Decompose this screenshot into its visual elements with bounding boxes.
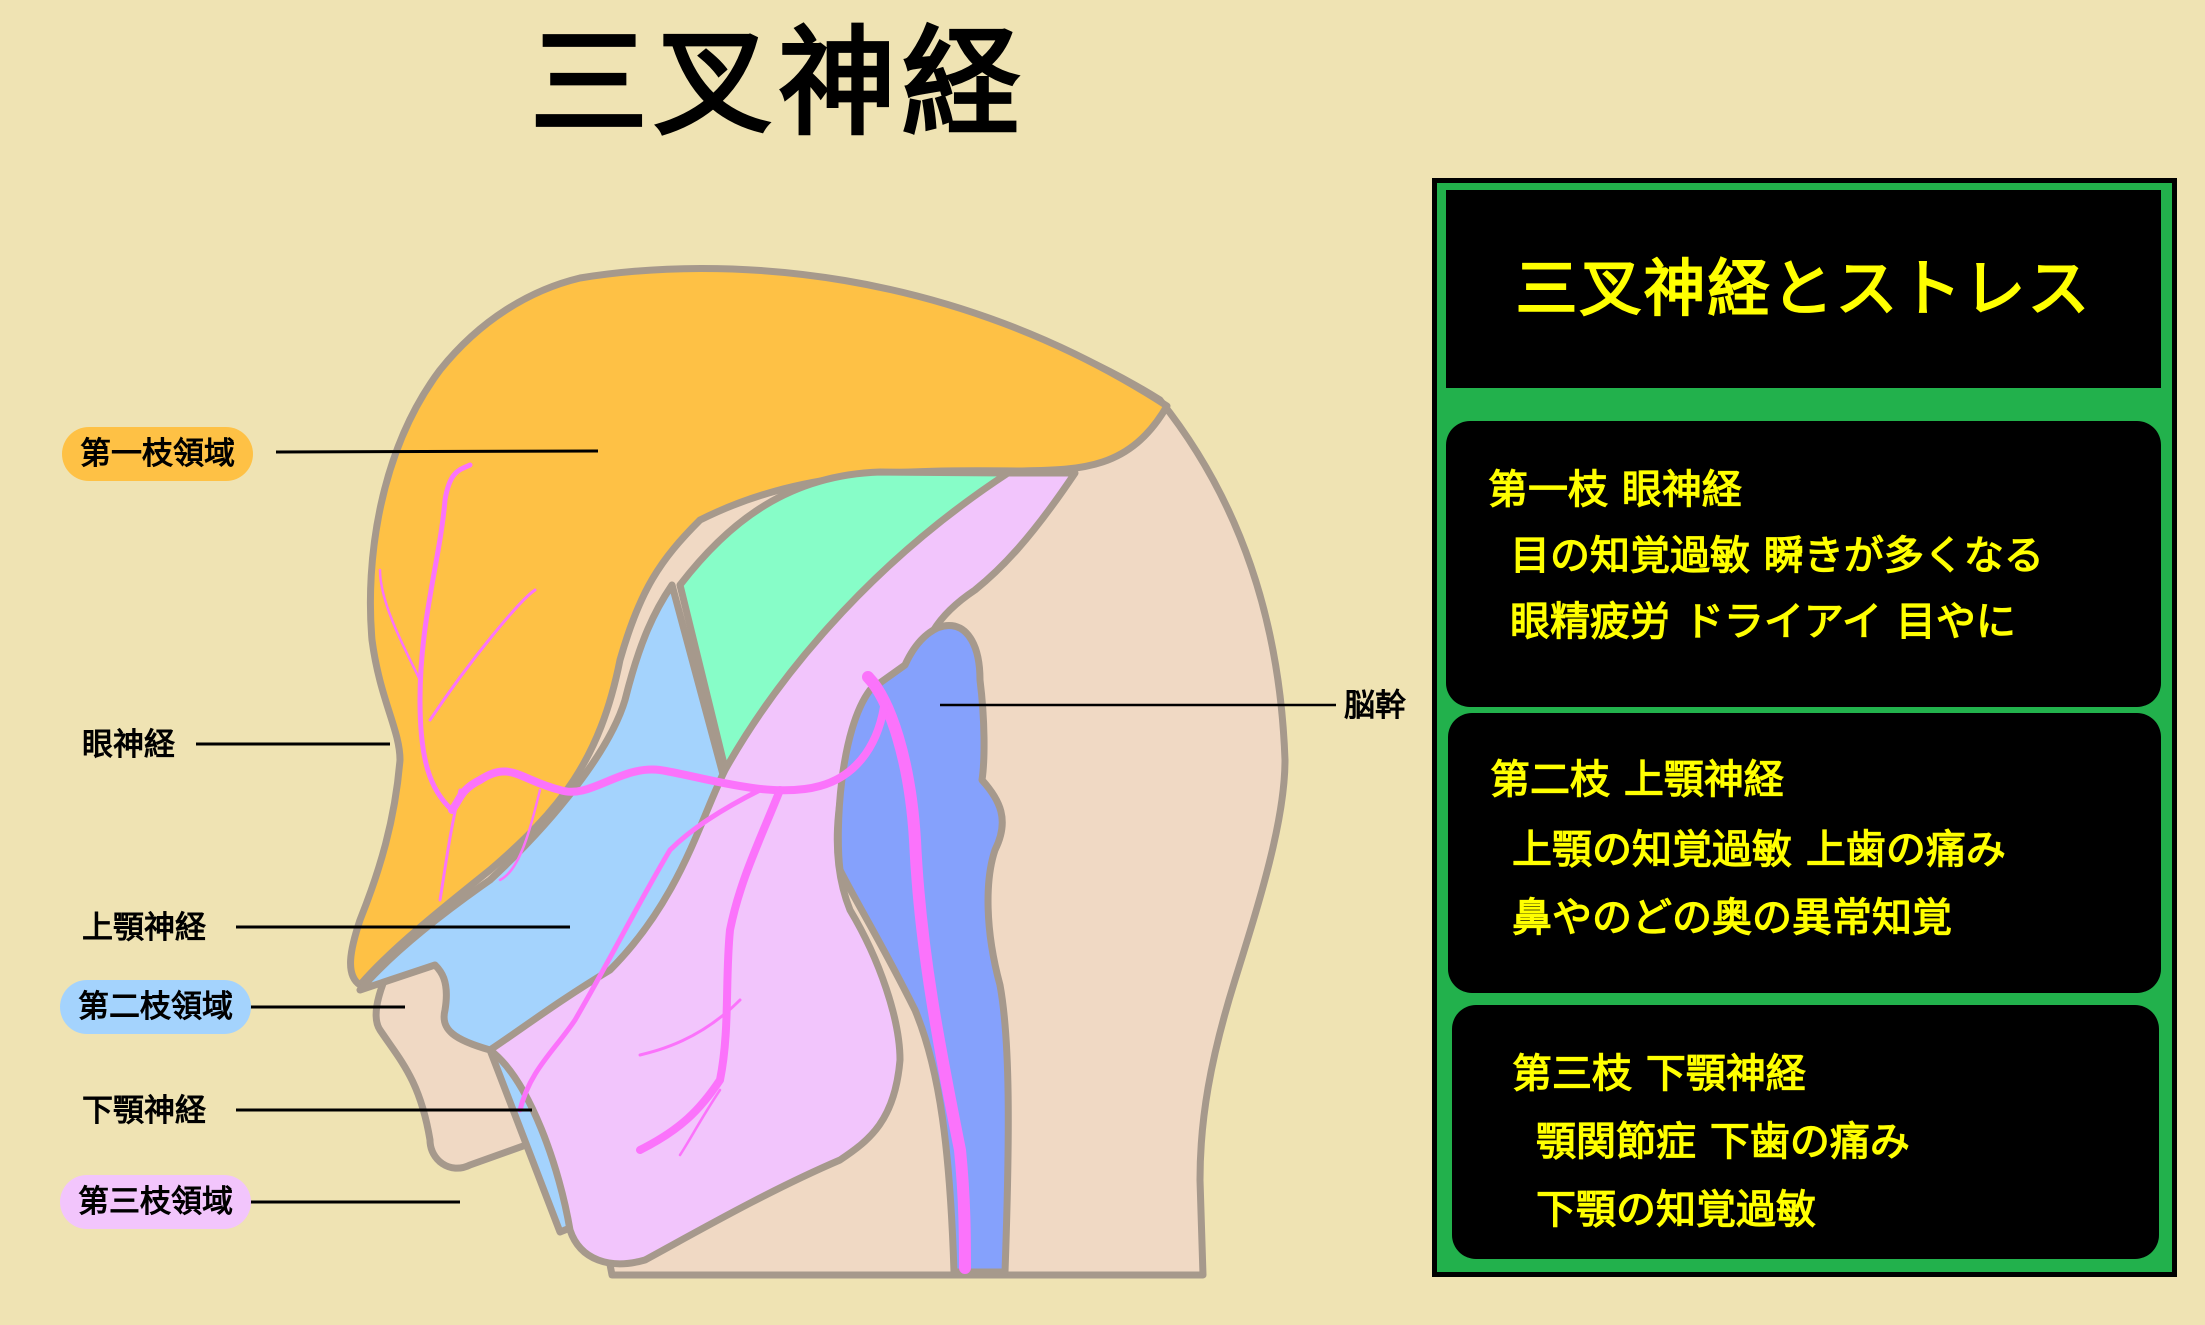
section-heading: 第二枝 上顎神経	[1490, 757, 1784, 803]
stress-panel-title: 三叉神経とストレス	[1446, 190, 2161, 388]
leader-region1	[275, 449, 599, 454]
page-title: 三叉神経	[530, 14, 1027, 152]
section-line: 鼻やのどの奥の異常知覚	[1512, 895, 1952, 941]
section-line: 目の知覚過敏 瞬きが多くなる	[1510, 533, 2044, 579]
ganglion-path	[448, 696, 889, 814]
spinal-nerve-path	[862, 671, 971, 1274]
section-maxillary: 第二枝 上顎神経 上顎の知覚過敏 上歯の痛み 鼻やのどの奥の異常知覚	[1448, 713, 2161, 993]
section-mandibular: 第三枝 下顎神経 顎関節症 下歯の痛み 下顎の知覚過敏	[1452, 1005, 2159, 1259]
brainstem-label: 脳幹	[1344, 688, 1406, 724]
section-heading: 第一枝 眼神経	[1488, 467, 1742, 513]
maxillary-label: 上顎神経	[82, 910, 206, 946]
ophthalmic-nerve-path	[417, 462, 473, 813]
maxillary-nerve-path	[517, 787, 763, 1113]
region1-badge: 第一枝領域	[62, 427, 253, 481]
mandibular-nerve-path	[636, 786, 784, 1154]
section-line: 顎関節症 下歯の痛み	[1536, 1119, 1910, 1165]
section-line: 下顎の知覚過敏	[1536, 1187, 1816, 1233]
section-heading: 第三枝 下顎神経	[1512, 1051, 1806, 1097]
section-ophthalmic: 第一枝 眼神経 目の知覚過敏 瞬きが多くなる 眼精疲労 ドライアイ 目やに	[1446, 421, 2161, 707]
mandibular-label: 下顎神経	[82, 1093, 206, 1129]
region3-badge: 第三枝領域	[60, 1175, 251, 1229]
region1-area	[347, 265, 1171, 989]
ophthalmic-label: 眼神経	[82, 727, 175, 763]
section-line: 上顎の知覚過敏 上歯の痛み	[1512, 827, 2006, 873]
region2-badge: 第二枝領域	[60, 980, 251, 1034]
section-line: 眼精疲労 ドライアイ 目やに	[1510, 599, 2016, 645]
